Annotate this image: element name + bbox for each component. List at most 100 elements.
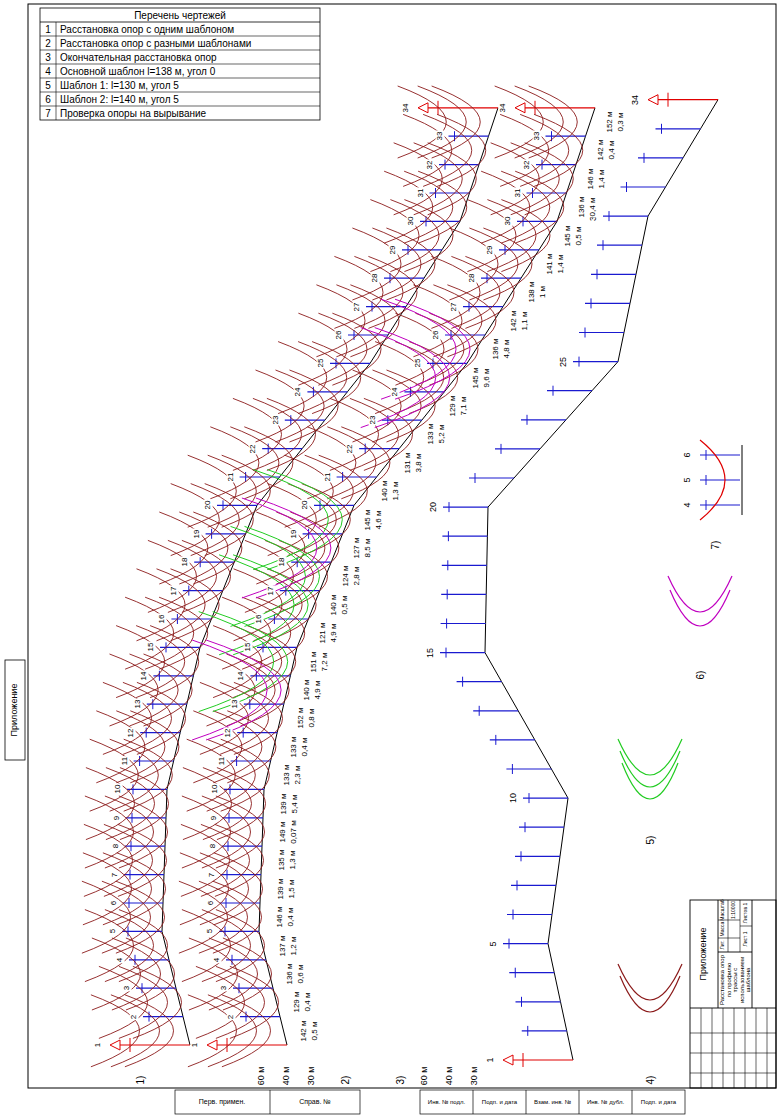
- stamp-cell: Перв. примен.: [199, 1098, 246, 1106]
- template-curve: [372, 228, 421, 300]
- support-pole: [469, 477, 514, 478]
- elevation-mark: 30 м: [470, 1067, 480, 1086]
- crossarm: [626, 182, 627, 192]
- crossarm: [479, 706, 480, 716]
- span-length: 136 м: [285, 962, 294, 985]
- stamp-rule: [579, 1090, 580, 1114]
- crossarm: [129, 898, 130, 908]
- clearance-value: 0,5 м: [341, 594, 350, 615]
- span-length: 146 м: [587, 167, 596, 190]
- template-curve: [216, 910, 265, 982]
- figure-number: 3): [395, 1076, 406, 1085]
- crossarm: [644, 153, 645, 163]
- support-pole: [523, 797, 568, 798]
- clearance-value: 1,5 м: [287, 878, 296, 899]
- span-length: 136 м: [492, 338, 501, 361]
- template-curve: [403, 114, 452, 186]
- support-number: 18: [278, 557, 287, 568]
- title-block-rule: [718, 952, 752, 953]
- support-pole: [473, 710, 518, 711]
- crossarm: [501, 444, 502, 454]
- span-length: 135 м: [277, 849, 286, 872]
- stamp-rule: [473, 1090, 474, 1114]
- support-number: 20: [429, 501, 439, 513]
- crossarm: [227, 1038, 228, 1052]
- span-length: 129 м: [449, 394, 458, 417]
- template-curve: [278, 342, 327, 414]
- crossarm: [706, 450, 707, 460]
- support-pole: [658, 99, 718, 100]
- template-curve: [398, 86, 447, 158]
- support-number: 4: [683, 501, 693, 508]
- support-number: 17: [169, 585, 178, 596]
- crossarm: [579, 357, 580, 367]
- support-number: 1: [94, 1042, 103, 1048]
- template-curve: [491, 143, 540, 215]
- sheet-frame: [28, 4, 776, 1088]
- support-number: 6: [110, 900, 119, 906]
- template-curve: [288, 484, 337, 556]
- support-number: 25: [414, 358, 423, 369]
- span-length: 124 м: [341, 565, 350, 588]
- clearance-value: 0,3 м: [617, 112, 626, 133]
- crossarm: [585, 328, 586, 338]
- support-number: 2: [130, 1013, 139, 1019]
- span-length: 141 м: [546, 252, 555, 275]
- table-rule: [56, 22, 57, 120]
- template-curve: [84, 824, 133, 896]
- clearance-value: 4,9 м: [329, 623, 338, 644]
- span-length: 140 м: [381, 480, 390, 503]
- template-curve: [202, 796, 251, 868]
- table-rule: [40, 22, 320, 23]
- template-curve: [137, 569, 186, 641]
- template-curve: [104, 824, 153, 896]
- span-length: 151 м: [309, 650, 318, 673]
- template-1-curve: [213, 612, 288, 712]
- template-curve: [350, 285, 399, 357]
- support-number: 24: [294, 386, 303, 397]
- terminal-arrow: [515, 103, 525, 113]
- template-curve: [370, 200, 419, 272]
- template-curve: [418, 86, 467, 158]
- template-curve: [85, 910, 134, 982]
- support-number: 7: [111, 871, 120, 877]
- support-number: 1: [486, 1056, 496, 1063]
- figure-number: 5): [645, 836, 656, 845]
- support-pole: [511, 885, 556, 886]
- support-pole: [506, 768, 551, 769]
- title-block-rule: [740, 926, 752, 927]
- support-number: 3: [123, 985, 132, 991]
- support-number: 23: [271, 415, 280, 426]
- crossarm: [229, 813, 230, 823]
- clearance-value: 2,8 м: [352, 566, 361, 587]
- template-curve: [215, 824, 264, 896]
- clearance-value: 4,9 м: [314, 680, 323, 701]
- support-pole: [591, 274, 636, 275]
- support-number: 33: [532, 131, 541, 142]
- table-number: 4: [45, 66, 51, 77]
- support-pole: [443, 507, 488, 508]
- template-curve: [501, 200, 550, 272]
- crossarm: [513, 910, 514, 920]
- span-length: 136 м: [577, 196, 586, 219]
- clearance-value: 1 м: [539, 285, 548, 299]
- support-number: 11: [217, 756, 226, 766]
- template-1: [618, 739, 682, 775]
- template-curve: [451, 256, 500, 328]
- support-pole: [457, 681, 502, 682]
- stamp-box: [420, 1090, 685, 1114]
- support-number: 34: [402, 102, 411, 113]
- template-2-curve: [361, 328, 436, 428]
- template-curve: [199, 881, 248, 953]
- sheet-title: Приложение: [699, 928, 709, 981]
- stamp-rule: [632, 1090, 633, 1114]
- support-pole: [656, 128, 701, 129]
- table-cell: Проверка опоры на вырывание: [60, 108, 206, 119]
- template-curve: [354, 256, 403, 328]
- template-curve: [213, 881, 262, 953]
- template-curve: [404, 200, 453, 272]
- template-curve: [145, 597, 194, 669]
- template-curve: [91, 995, 140, 1067]
- support-pole: [603, 216, 648, 217]
